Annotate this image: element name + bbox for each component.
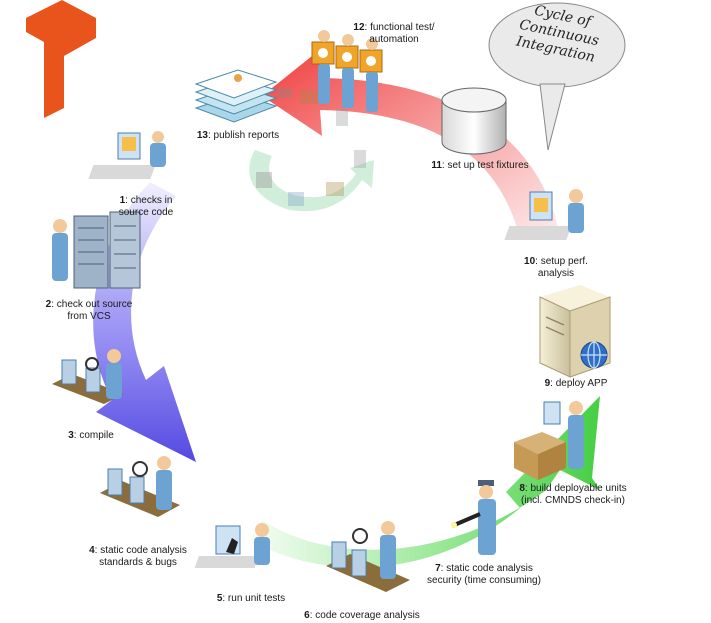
web-server-icon <box>539 285 611 378</box>
speech-bubble <box>488 2 626 151</box>
step-5-label: 5: run unit tests <box>216 593 286 604</box>
red-arrow <box>262 48 560 238</box>
inspection-conveyor-icon <box>100 456 180 517</box>
step-12-label: 12: functional test/automation <box>353 22 435 45</box>
step-9-label: 9: deploy APP <box>544 378 608 389</box>
coverage-conveyor-icon <box>326 521 410 592</box>
inner-faded-arrow <box>249 150 374 212</box>
step-8-label: 8: build deployable units(incl. CMNDS ch… <box>519 483 627 506</box>
step-3-label: 3: compile <box>68 430 114 441</box>
step-6-label: 6: code coverage analysis <box>304 610 420 621</box>
packaging-box-icon <box>514 401 584 480</box>
step-11-label: 11: set up test fixtures <box>431 160 529 171</box>
testers-group-icon <box>311 30 383 112</box>
analyst-at-desk-icon <box>504 189 584 240</box>
reports-stack-icon <box>194 69 278 123</box>
microscope-icon <box>194 523 270 568</box>
faded-inner-icons <box>256 88 366 206</box>
security-guard-icon <box>451 480 496 555</box>
compile-conveyor-icon <box>52 349 124 404</box>
step-10-label: 10: setup perf.analysis <box>524 256 588 279</box>
developer-at-desk-icon <box>88 131 166 179</box>
step-13-label: 13: publish reports <box>196 130 280 141</box>
logo <box>26 0 96 118</box>
green-arrow <box>250 396 600 568</box>
database-cylinder-icon <box>441 87 507 155</box>
server-rack-icon <box>52 211 141 289</box>
